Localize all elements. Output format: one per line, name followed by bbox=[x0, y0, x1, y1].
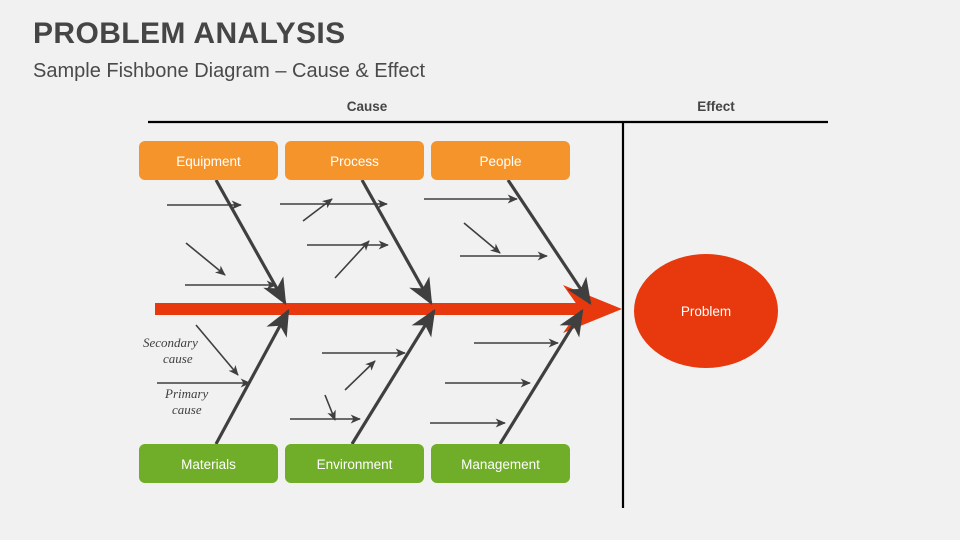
branch-management bbox=[430, 308, 584, 445]
branch-management-bone bbox=[498, 308, 584, 445]
secondary-cause-annotation-line2: cause bbox=[163, 351, 193, 366]
primary-cause-annotation-line1: Primary bbox=[164, 386, 209, 401]
category-box-materials-label: Materials bbox=[181, 457, 236, 472]
branch-process bbox=[280, 179, 433, 306]
category-box-management[interactable]: Management bbox=[431, 444, 570, 483]
branch-equipment-secondary-1 bbox=[185, 242, 226, 276]
branch-materials-bone bbox=[214, 308, 290, 445]
page-title: PROBLEM ANALYSIS bbox=[33, 17, 346, 50]
branch-environment-secondary-2 bbox=[344, 360, 376, 391]
category-box-equipment-label: Equipment bbox=[176, 154, 241, 169]
effect-problem-node[interactable]: Problem bbox=[634, 254, 778, 368]
cause-section-label: Cause bbox=[347, 99, 388, 114]
branch-environment-bone bbox=[350, 308, 436, 445]
category-box-materials[interactable]: Materials bbox=[139, 444, 278, 483]
branch-people-bone bbox=[506, 179, 592, 305]
branch-process-bone bbox=[360, 179, 433, 306]
effect-section-label: Effect bbox=[697, 99, 735, 114]
branch-people-secondary-1 bbox=[463, 222, 501, 254]
branch-materials: Secondary cause Primary cause bbox=[143, 308, 290, 445]
secondary-cause-annotation-line1: Secondary bbox=[143, 335, 198, 350]
category-box-process[interactable]: Process bbox=[285, 141, 424, 180]
category-box-equipment[interactable]: Equipment bbox=[139, 141, 278, 180]
branch-environment bbox=[290, 308, 436, 445]
primary-cause-annotation-line2: cause bbox=[172, 402, 202, 417]
branch-materials-secondary-1 bbox=[195, 324, 239, 376]
category-box-management-label: Management bbox=[461, 457, 540, 472]
category-box-environment[interactable]: Environment bbox=[285, 444, 424, 483]
page-subtitle: Sample Fishbone Diagram – Cause & Effect bbox=[33, 60, 426, 82]
category-box-process-label: Process bbox=[330, 154, 379, 169]
branch-process-secondary-1 bbox=[302, 198, 333, 222]
category-box-people-label: People bbox=[479, 154, 521, 169]
effect-problem-label: Problem bbox=[681, 304, 731, 319]
branch-people bbox=[424, 179, 592, 305]
branch-environment-secondary-1 bbox=[324, 394, 336, 421]
category-box-people[interactable]: People bbox=[431, 141, 570, 180]
category-box-environment-label: Environment bbox=[317, 457, 393, 472]
spine-arrow bbox=[155, 285, 622, 333]
branch-equipment bbox=[167, 179, 287, 306]
branch-process-secondary-2 bbox=[334, 240, 370, 279]
